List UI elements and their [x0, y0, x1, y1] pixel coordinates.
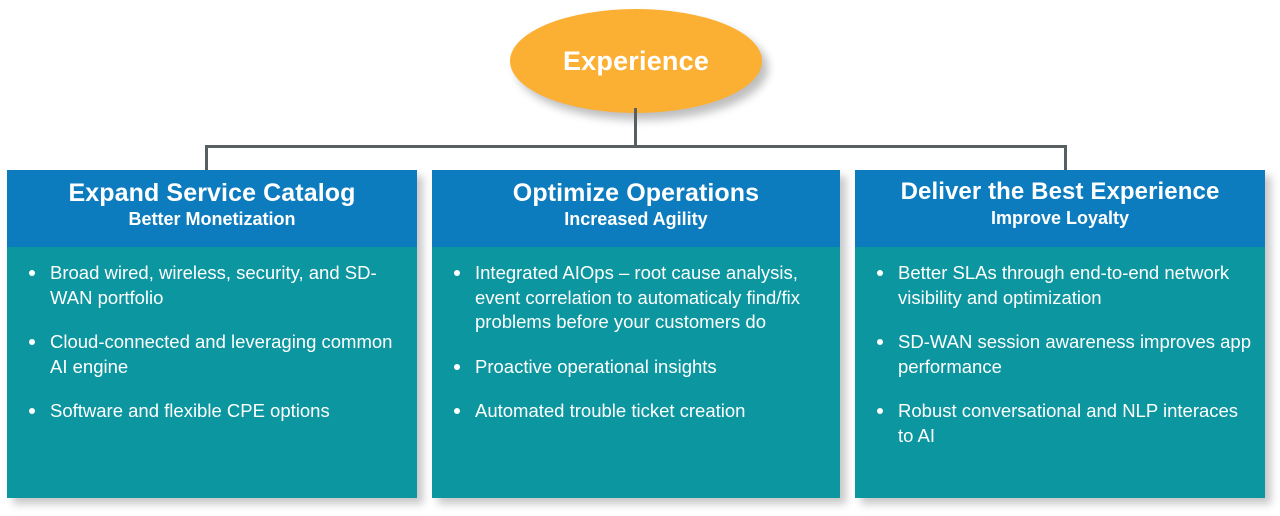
column-body-1: Broad wired, wireless, security, and SD-… — [7, 247, 417, 498]
column-card-expand-service-catalog[interactable]: Expand Service Catalog Better Monetizati… — [7, 170, 417, 498]
connector-stem-vertical — [634, 108, 637, 148]
list-item: Software and flexible CPE options — [25, 399, 405, 424]
list-item: SD-WAN session awareness improves app pe… — [873, 330, 1253, 379]
bullet-list-3: Better SLAs through end-to-end network v… — [873, 261, 1253, 449]
column-card-optimize-operations[interactable]: Optimize Operations Increased Agility In… — [432, 170, 840, 498]
column-title-3: Deliver the Best Experience — [900, 178, 1220, 205]
list-item: Proactive operational insights — [450, 355, 828, 380]
bullet-list-1: Broad wired, wireless, security, and SD-… — [25, 261, 405, 424]
list-item: Robust conversational and NLP interaces … — [873, 399, 1253, 448]
root-node-experience[interactable]: Experience — [510, 9, 762, 113]
list-item: Integrated AIOps – root cause analysis, … — [450, 261, 828, 335]
list-item: Better SLAs through end-to-end network v… — [873, 261, 1253, 310]
column-subtitle-3: Improve Loyalty — [990, 207, 1130, 228]
root-node-label: Experience — [562, 45, 710, 76]
list-item: Cloud-connected and leveraging common AI… — [25, 330, 405, 379]
bullet-list-2: Integrated AIOps – root cause analysis, … — [450, 261, 828, 424]
column-subtitle-1: Better Monetization — [128, 209, 296, 229]
column-card-deliver-the-best-experience[interactable]: Deliver the Best Experience Improve Loya… — [855, 170, 1265, 498]
connector-horizontal-bar — [205, 145, 1067, 148]
column-header-1: Expand Service Catalog Better Monetizati… — [7, 170, 417, 247]
column-subtitle-2: Increased Agility — [564, 209, 708, 229]
column-header-3: Deliver the Best Experience Improve Loya… — [855, 170, 1265, 247]
column-title-2: Optimize Operations — [512, 179, 760, 207]
column-body-2: Integrated AIOps – root cause analysis, … — [432, 247, 840, 498]
connector-drop-left — [205, 145, 208, 173]
column-title-1: Expand Service Catalog — [68, 179, 356, 207]
column-body-3: Better SLAs through end-to-end network v… — [855, 247, 1265, 498]
list-item: Broad wired, wireless, security, and SD-… — [25, 261, 405, 310]
column-header-2: Optimize Operations Increased Agility — [432, 170, 840, 247]
connector-drop-right — [1064, 145, 1067, 173]
list-item: Automated trouble ticket creation — [450, 399, 828, 424]
